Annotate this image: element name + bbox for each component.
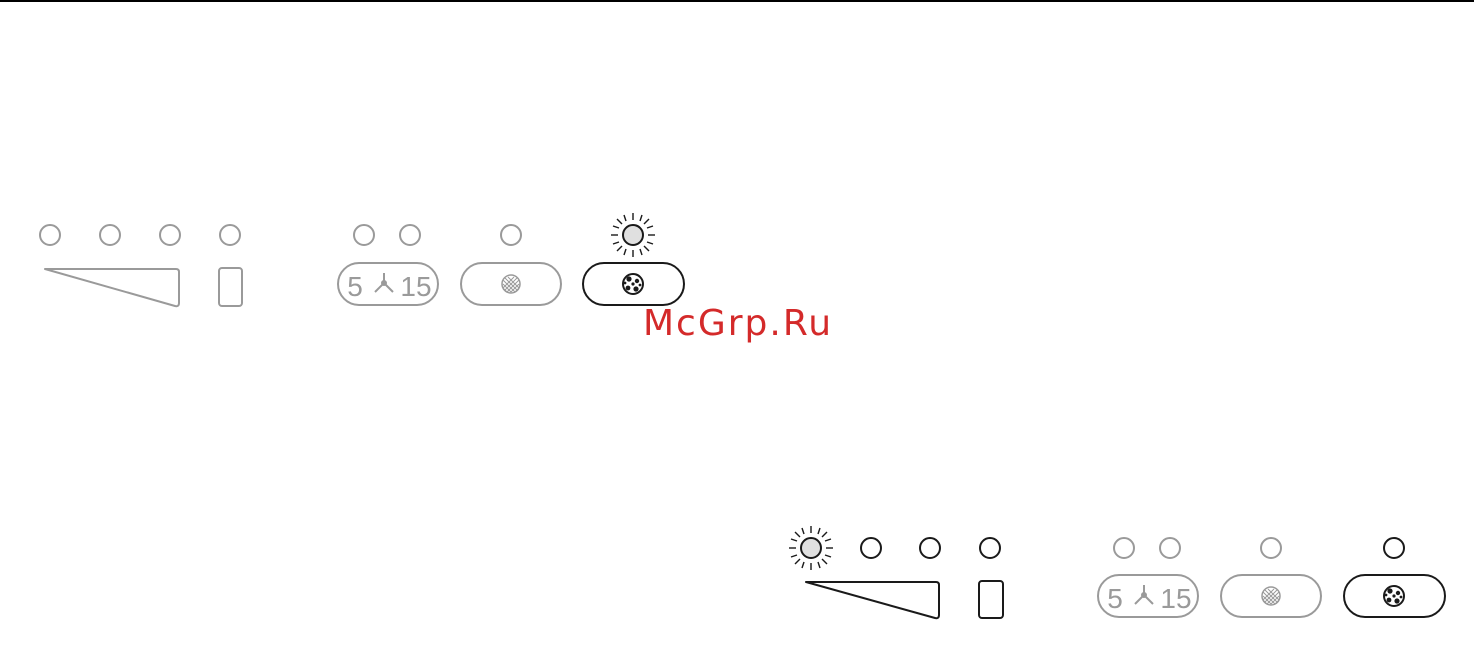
watermark: McGrp.Ru bbox=[643, 303, 833, 344]
fan-timer-label-right: 15 bbox=[1160, 583, 1191, 614]
intensive-led-lit bbox=[611, 213, 655, 257]
grease-filter-icon bbox=[1262, 587, 1280, 605]
power-led-1 bbox=[40, 225, 60, 245]
intensive-icon bbox=[623, 274, 643, 294]
fan-timer-led-5 bbox=[354, 225, 374, 245]
power-led-4 bbox=[220, 225, 240, 245]
top-rule bbox=[0, 0, 1474, 2]
power-led-1-lit bbox=[789, 526, 833, 570]
timer-button[interactable] bbox=[979, 581, 1003, 618]
power-led-2 bbox=[100, 225, 120, 245]
fan-timer-label-left: 5 bbox=[1107, 583, 1123, 614]
fan-timer-led-15 bbox=[400, 225, 420, 245]
power-level-button[interactable] bbox=[45, 269, 179, 306]
grease-filter-icon bbox=[502, 275, 520, 293]
fan-timer-led-5 bbox=[1114, 538, 1134, 558]
fan-timer-led-15 bbox=[1160, 538, 1180, 558]
intensive-led bbox=[1384, 538, 1404, 558]
power-led-3 bbox=[920, 538, 940, 558]
power-level-button[interactable] bbox=[806, 582, 939, 618]
power-led-4 bbox=[980, 538, 1000, 558]
fan-icon bbox=[375, 273, 393, 292]
grease-filter-led bbox=[1261, 538, 1281, 558]
fan-timer-label-right: 15 bbox=[400, 271, 431, 302]
power-led-3 bbox=[160, 225, 180, 245]
timer-button[interactable] bbox=[219, 268, 242, 306]
fan-icon bbox=[1135, 585, 1153, 604]
fan-timer-label-left: 5 bbox=[347, 271, 363, 302]
grease-filter-led bbox=[501, 225, 521, 245]
power-led-2 bbox=[861, 538, 881, 558]
intensive-icon bbox=[1384, 586, 1404, 606]
